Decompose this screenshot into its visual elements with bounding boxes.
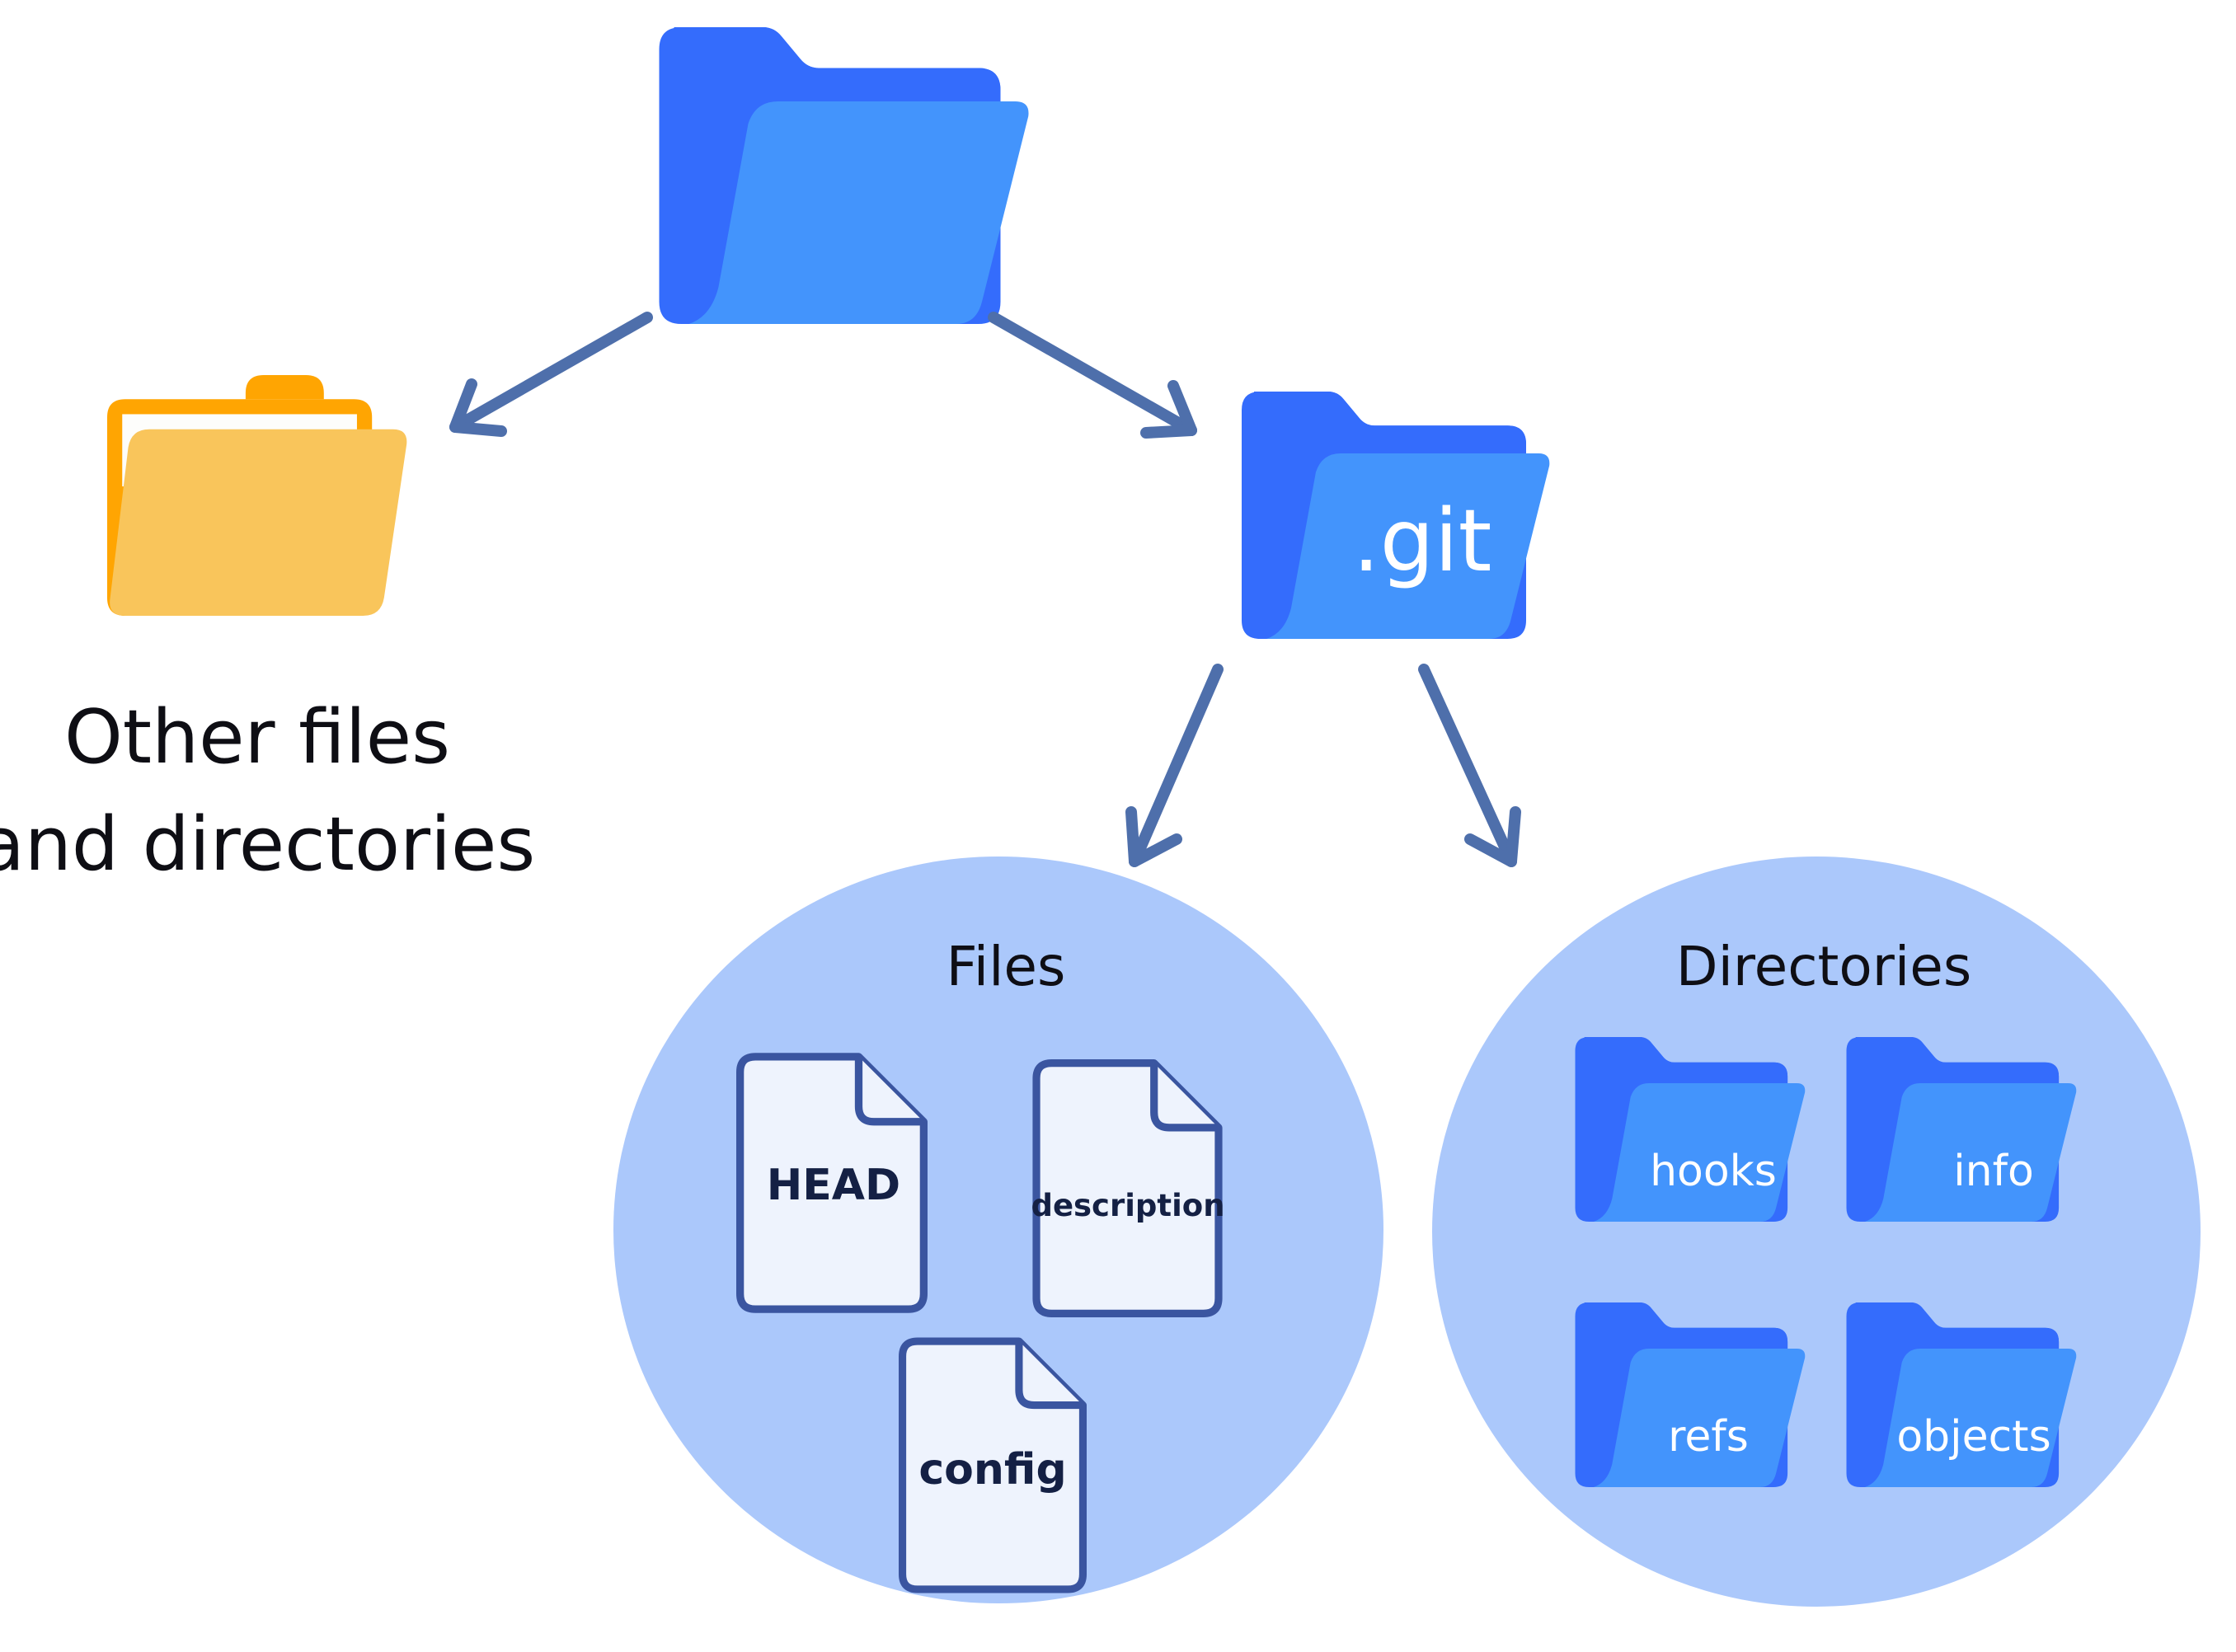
other-label-line2: and directories [0, 801, 535, 888]
other-label-line1: Other files [64, 694, 450, 781]
files-group: Files HEAD description config [613, 857, 1383, 1603]
file-config[interactable]: config [903, 1341, 1083, 1589]
folder-open-yellow-icon [107, 375, 407, 616]
dir-objects[interactable]: objects [1846, 1302, 2077, 1487]
dir-info[interactable]: info [1846, 1037, 2077, 1222]
file-head[interactable]: HEAD [740, 1057, 924, 1309]
arrow-git-to-files [1125, 664, 1224, 867]
file-description[interactable]: description [1031, 1063, 1225, 1314]
directories-group: Directories hooks info refs objects [1432, 857, 2201, 1607]
git-folder[interactable]: .git [1242, 392, 1550, 639]
folder-label: hooks [1650, 1147, 1777, 1196]
root-folder[interactable] [659, 27, 1029, 324]
arrow-git-to-directories [1418, 664, 1521, 867]
arrow-root-to-git [988, 312, 1197, 439]
folder-label: info [1953, 1147, 2034, 1196]
folder-open-icon [659, 27, 1029, 324]
file-label: description [1031, 1188, 1224, 1223]
files-title: Files [947, 935, 1066, 998]
other-files-folder[interactable] [107, 375, 407, 616]
dir-hooks[interactable]: hooks [1575, 1037, 1806, 1222]
folder-label: objects [1896, 1412, 2050, 1462]
file-label: config [918, 1445, 1066, 1495]
dir-refs[interactable]: refs [1575, 1302, 1806, 1487]
directories-title: Directories [1676, 935, 1971, 998]
files-circle [613, 857, 1383, 1603]
arrow-root-to-other [449, 312, 653, 437]
file-label: HEAD [767, 1161, 900, 1210]
folder-label: refs [1668, 1412, 1749, 1462]
git-folder-label: .git [1353, 490, 1492, 591]
